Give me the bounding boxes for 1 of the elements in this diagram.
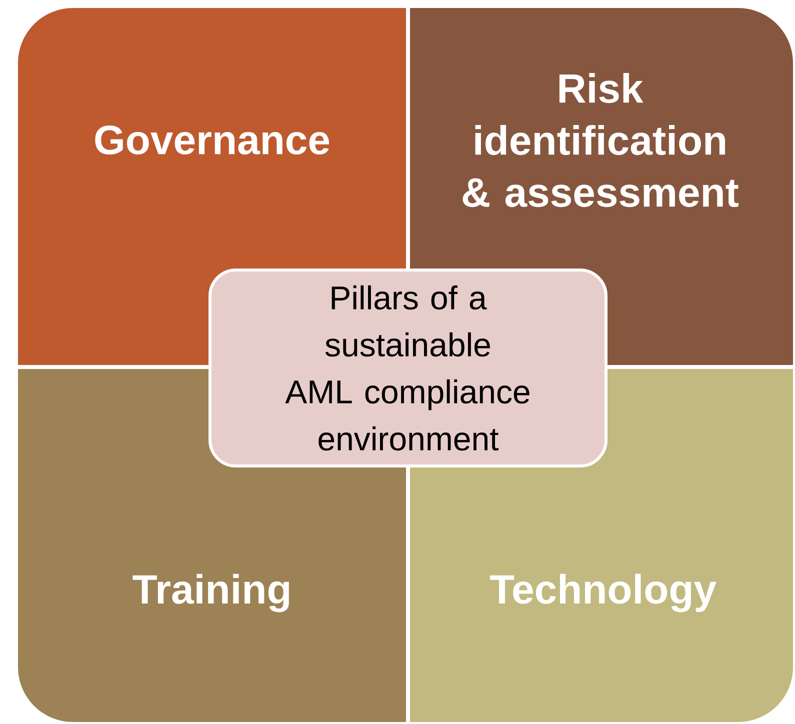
center-box: Pillars of a sustainable AML compliance environment [208, 268, 608, 468]
